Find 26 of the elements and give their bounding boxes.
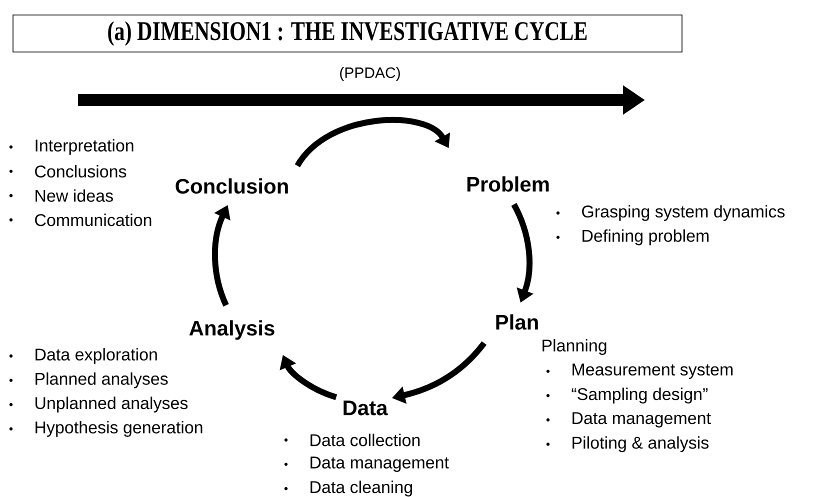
- list-item: New ideas: [36, 189, 113, 202]
- stage-label: Analysis: [189, 320, 274, 340]
- list-item: Unplanned analyses: [36, 396, 188, 413]
- stage-label: Problem: [467, 176, 549, 192]
- stage-label: Conclusion: [176, 178, 288, 194]
- list-item: Hypothesis generation: [36, 420, 202, 437]
- subtitle: (PPDAC): [340, 67, 400, 81]
- list-item: Communication: [35, 214, 152, 226]
- stage-label: Plan: [496, 314, 538, 330]
- list-heading: Planning: [542, 339, 606, 355]
- curved-arrow: [294, 116, 450, 168]
- stage-label: Data: [344, 400, 388, 416]
- list-item: Data management: [310, 456, 449, 472]
- list-item: Measurement system: [572, 364, 733, 379]
- list-item: Data cleaning: [310, 480, 412, 497]
- list-item: Planned analyses: [36, 372, 168, 388]
- list-item: Data management: [572, 412, 711, 428]
- list-item: Conclusions: [35, 165, 126, 178]
- list-item: Data collection: [310, 434, 420, 446]
- list-item: Interpretation: [36, 139, 134, 155]
- list-item: Grasping system dynamics: [582, 205, 785, 221]
- list-item: Data exploration: [36, 348, 157, 364]
- list-item: Defining problem: [582, 229, 709, 246]
- list-item: “Sampling design”: [572, 388, 708, 404]
- title-box: (a) DIMENSION1 : THE INVESTIGATIVE CYCLE: [12, 14, 682, 52]
- list-item: Piloting & analysis: [572, 436, 708, 452]
